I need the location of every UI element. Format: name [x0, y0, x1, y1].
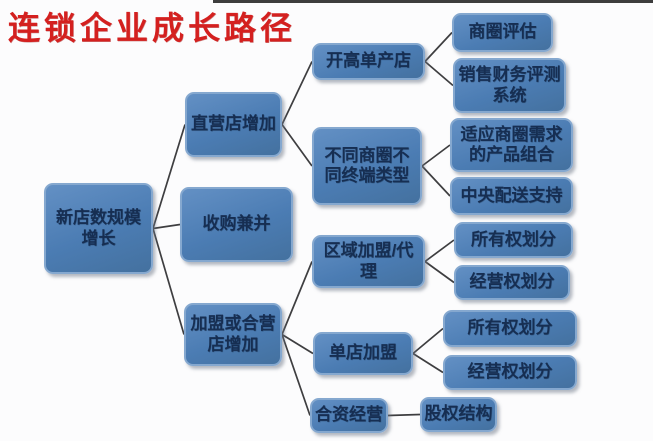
diagram-edge: [412, 327, 444, 355]
diagram-node-label: 适应商圈需求 的产品组合: [460, 124, 563, 164]
diagram-edge: [281, 334, 311, 416]
diagram-node-label: 新店数规模 增长: [56, 208, 141, 248]
top-edge-line: [213, 0, 653, 3]
diagram-node-operation-2: 经营权划分: [443, 355, 577, 390]
diagram-edge: [281, 333, 314, 355]
diagram-node-label: 合资经营: [315, 405, 383, 425]
diagram-edge: [152, 228, 185, 335]
diagram-node-label: 经营权划分: [467, 362, 553, 382]
diagram-node-ownership-2: 所有权划分: [443, 310, 577, 347]
diagram-node-label: 单店加盟: [329, 343, 397, 363]
diagram-node-terminal-types: 不同商圈不 同终端类型: [312, 127, 422, 205]
diagram-node-label: 商圈评估: [468, 22, 537, 42]
diagram-node-label: 不同商圈不 同终端类型: [324, 145, 410, 185]
diagram-edge: [152, 124, 186, 229]
diagram-edge: [421, 144, 451, 167]
diagram-node-high-output: 开高单产店: [312, 43, 425, 80]
diagram-node-equity: 股权结构: [420, 397, 497, 432]
diagram-node-joint-venture: 合资经营: [310, 398, 388, 433]
diagram-node-label: 中央配送支持: [460, 185, 563, 205]
diagram-node-label: 收购兼并: [202, 214, 271, 234]
diagram-node-label: 直营店增加: [191, 114, 276, 134]
diagram-edge: [424, 60, 454, 87]
diagram-node-mergers: 收购兼并: [180, 187, 293, 262]
diagram-edge: [152, 223, 181, 230]
diagram-edge: [421, 165, 451, 197]
diagram-node-label: 销售财务评测 系统: [458, 65, 561, 105]
diagram-edge: [424, 239, 455, 263]
diagram-node-single-store: 单店加盟: [313, 332, 413, 375]
diagram-node-label: 区域加盟/代 理: [323, 241, 414, 281]
diagram-node-label: 股权结构: [424, 404, 493, 424]
diagram-node-label: 加盟或合营 店增加: [190, 314, 276, 354]
page-title: 连锁企业成长路径: [8, 10, 297, 46]
diagram-node-trade-area-eval: 商圈评估: [452, 13, 553, 52]
diagram-node-ownership-1: 所有权划分: [454, 222, 573, 258]
diagram-node-label: 开高单产店: [326, 51, 411, 71]
diagram-node-regional: 区域加盟/代 理: [312, 235, 425, 288]
diagram-edge: [424, 260, 455, 284]
diagram-edge: [281, 61, 313, 125]
diagram-node-operation-1: 经营权划分: [454, 265, 570, 300]
diagram-node-root: 新店数规模 增长: [44, 183, 153, 274]
diagram-node-label: 所有权划分: [467, 318, 553, 338]
diagram-node-sales-finance: 销售财务评测 系统: [453, 58, 566, 113]
diagram-node-label: 经营权划分: [469, 272, 555, 292]
diagram-node-product-mix: 适应商圈需求 的产品组合: [450, 118, 573, 172]
diagram-edge: [387, 413, 421, 417]
diagram-node-direct-stores: 直营店增加: [185, 92, 282, 157]
diagram-edge: [281, 124, 313, 167]
diagram-node-label: 所有权划分: [471, 229, 556, 249]
diagram-node-franchise-jv: 加盟或合营 店增加: [184, 303, 282, 366]
diagram-edge: [424, 31, 453, 63]
diagram-edge: [281, 261, 313, 335]
diagram-node-central-dist: 中央配送支持: [450, 177, 573, 215]
diagram-edge: [412, 352, 444, 374]
